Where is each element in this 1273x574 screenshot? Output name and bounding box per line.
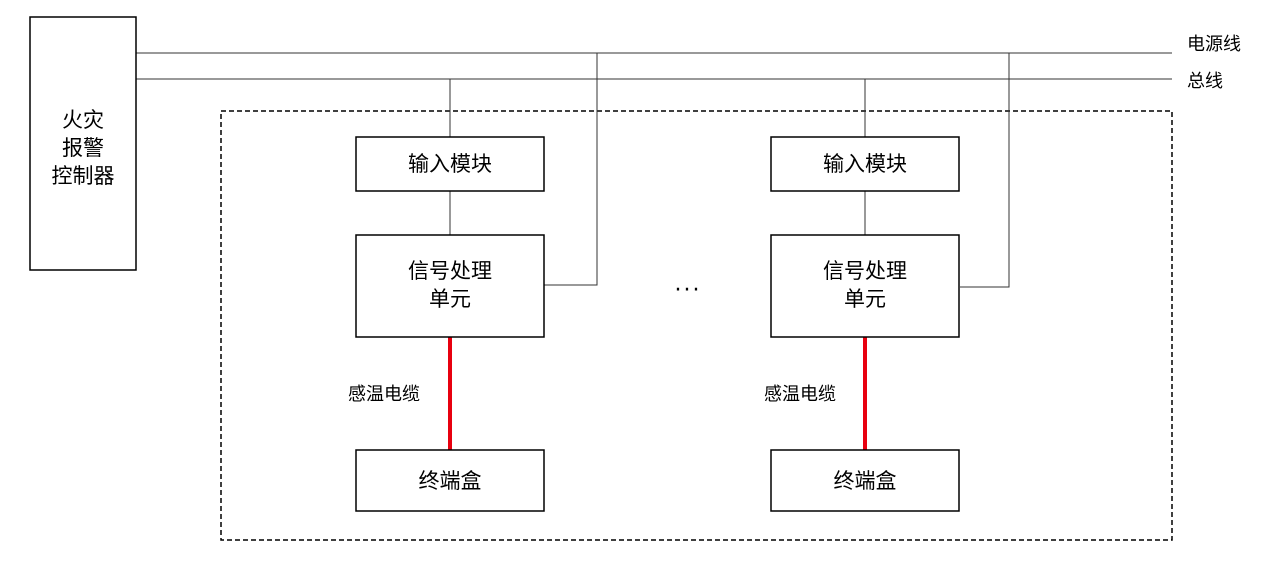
unit1-terminal-box xyxy=(355,449,545,512)
unit2-cable-label: 感温电缆 xyxy=(764,384,836,405)
controller-label-line2: 报警 xyxy=(62,136,104,160)
unit1-signal-unit-label-line2: 单元 xyxy=(429,287,471,311)
unit1-cable-label: 感温电缆 xyxy=(348,384,420,405)
power-line-label: 电源线 xyxy=(1187,34,1241,55)
controller-box xyxy=(29,16,137,271)
unit2-signal-unit-label-line2: 单元 xyxy=(844,287,886,311)
bus-line-label: 总线 xyxy=(1187,71,1223,92)
more-units-ellipsis: ··· xyxy=(675,278,702,303)
unit2-power-drop xyxy=(960,53,1010,288)
controller-label-line1: 火灾 xyxy=(62,108,104,132)
detector-unit-2: 输入模块 信号处理 单元 感温电缆 终端盒 xyxy=(764,136,960,512)
unit1-input-module-label: 输入模块 xyxy=(408,152,492,176)
unit1-input-module-box xyxy=(355,136,545,192)
detector-unit-1: 输入模块 信号处理 单元 感温电缆 终端盒 xyxy=(348,136,545,512)
unit1-terminal-box-label: 终端盒 xyxy=(419,469,482,493)
unit2-signal-unit-label-line1: 信号处理 xyxy=(823,259,907,283)
unit2-signal-unit-box xyxy=(770,234,960,338)
fire-alarm-controller: 火灾 报警 控制器 xyxy=(29,16,137,271)
unit1-signal-unit-label-line1: 信号处理 xyxy=(408,259,492,283)
unit2-input-module-label: 输入模块 xyxy=(823,152,907,176)
unit2-terminal-box xyxy=(770,449,960,512)
unit2-input-module-box xyxy=(770,136,960,192)
detector-units-frame xyxy=(220,110,1173,541)
unit2-terminal-box-label: 终端盒 xyxy=(834,469,897,493)
unit1-power-drop xyxy=(544,53,598,286)
controller-label-line3: 控制器 xyxy=(52,164,115,188)
unit1-signal-unit-box xyxy=(355,234,545,338)
